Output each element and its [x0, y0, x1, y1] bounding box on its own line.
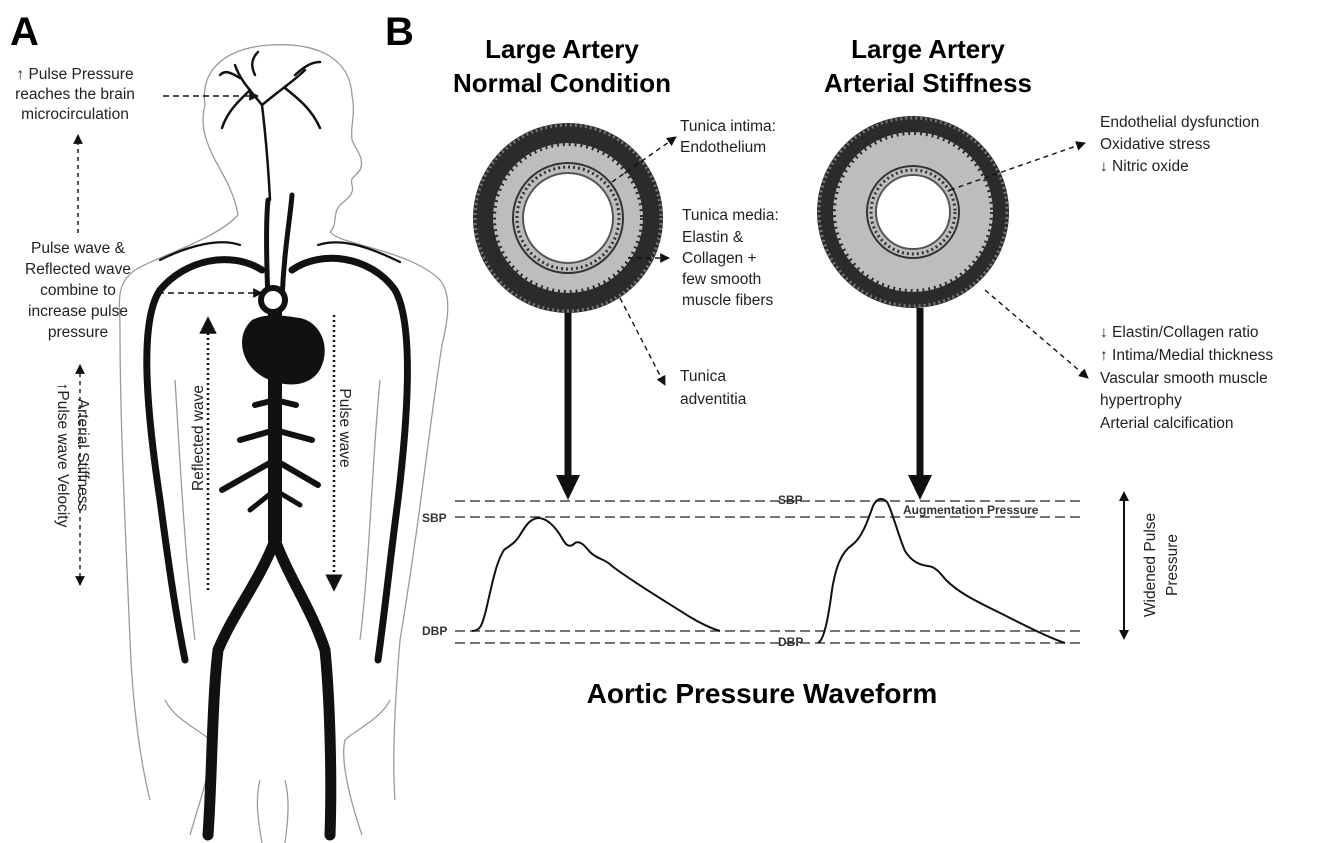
- dbp-label-stiff: DBP: [778, 635, 803, 649]
- adventitia-label: Tunica adventitia: [680, 368, 747, 408]
- stiff-waveform: [818, 499, 1065, 643]
- svg-text:hypertrophy: hypertrophy: [1100, 392, 1182, 409]
- svg-text:↓ Nitric oxide: ↓ Nitric oxide: [1100, 158, 1189, 175]
- reflected-wave-label: Reflected wave: [190, 385, 207, 491]
- stiff-title: Large Artery Arterial Stiffness: [824, 34, 1032, 98]
- body-outline: [119, 45, 447, 843]
- svg-text:Tunica intima:: Tunica intima:: [680, 118, 776, 135]
- panel-b-letter: B: [385, 10, 414, 54]
- heart: [242, 288, 325, 384]
- adventitia-arrow: [620, 298, 665, 385]
- svg-text:↓ Elastin/Collagen ratio: ↓ Elastin/Collagen ratio: [1100, 324, 1259, 341]
- svg-text:Pulse wave &: Pulse wave &: [31, 240, 126, 257]
- svg-text:few smooth: few smooth: [682, 271, 761, 288]
- stiff-bottom-label: ↓ Elastin/Collagen ratio ↑ Intima/Medial…: [1100, 324, 1273, 432]
- svg-text:Reflected wave: Reflected wave: [25, 261, 131, 278]
- svg-text:Tunica media:: Tunica media:: [682, 207, 779, 224]
- combine-note: Pulse wave & Reflected wave combine to i…: [25, 240, 131, 341]
- svg-text:↑ Pulse Pressure: ↑ Pulse Pressure: [16, 66, 133, 83]
- stiffness-note: ↑Pulse wave Velocity Arterial Stiffness: [54, 383, 91, 528]
- sbp-label-normal: SBP: [422, 511, 447, 525]
- stiff-top-label: Endothelial dysfunction Oxidative stress…: [1100, 114, 1259, 175]
- svg-text:Widened Pulse: Widened Pulse: [1142, 513, 1159, 617]
- svg-text:Large Artery: Large Artery: [485, 34, 639, 64]
- svg-text:Endothelium: Endothelium: [680, 139, 766, 156]
- svg-text:Oxidative stress: Oxidative stress: [1100, 136, 1211, 153]
- svg-text:Tunica: Tunica: [680, 368, 726, 385]
- stiff-to-waveform-arrow: [908, 308, 932, 500]
- svg-text:Pressure: Pressure: [1164, 534, 1181, 596]
- normal-to-waveform-arrow: [556, 313, 580, 500]
- svg-text:Arterial Stiffness: Arterial Stiffness: [824, 68, 1032, 98]
- svg-text:Elastin &: Elastin &: [682, 229, 744, 246]
- svg-text:increase pulse: increase pulse: [28, 303, 128, 320]
- pulse-wave-label: Pulse wave: [336, 388, 353, 467]
- stiff-bottom-arrow: [985, 290, 1088, 378]
- sbp-label-stiff: SBP: [778, 493, 803, 507]
- svg-text:pressure: pressure: [48, 324, 108, 341]
- svg-text:Arterial Stiffness: Arterial Stiffness: [74, 399, 91, 512]
- waveform-title: Aortic Pressure Waveform: [587, 678, 938, 709]
- stiff-artery-cross-section: [817, 116, 1009, 308]
- brain-note: ↑ Pulse Pressure reaches the brain micro…: [15, 66, 135, 123]
- svg-text:Endothelial dysfunction: Endothelial dysfunction: [1100, 114, 1259, 131]
- svg-text:Collagen +: Collagen +: [682, 250, 757, 267]
- svg-text:adventitia: adventitia: [680, 391, 747, 408]
- svg-text:Arterial calcification: Arterial calcification: [1100, 415, 1234, 432]
- media-label: Tunica media: Elastin & Collagen + few s…: [682, 207, 779, 309]
- svg-text:combine to: combine to: [40, 282, 116, 299]
- normal-artery-cross-section: [473, 123, 663, 313]
- augmentation-pressure-label: Augmentation Pressure: [903, 503, 1039, 517]
- panel-a-letter: A: [10, 10, 39, 54]
- svg-text:↑ Intima/Medial thickness: ↑ Intima/Medial thickness: [1100, 347, 1273, 364]
- svg-text:Vascular smooth muscle: Vascular smooth muscle: [1100, 370, 1268, 387]
- svg-text:microcirculation: microcirculation: [21, 106, 129, 123]
- svg-text:reaches the brain: reaches the brain: [15, 86, 135, 103]
- svg-text:Large Artery: Large Artery: [851, 34, 1005, 64]
- svg-text:Normal Condition: Normal Condition: [453, 68, 671, 98]
- brain-vessels: [220, 52, 320, 200]
- normal-waveform: [472, 518, 720, 631]
- svg-text:muscle fibers: muscle fibers: [682, 292, 774, 309]
- dbp-label-normal: DBP: [422, 624, 447, 638]
- widened-pulse-pressure-label: Widened Pulse Pressure: [1142, 513, 1181, 617]
- svg-text:↑Pulse wave Velocity: ↑Pulse wave Velocity: [54, 383, 71, 528]
- intima-label: Tunica intima: Endothelium: [680, 118, 776, 156]
- normal-title: Large Artery Normal Condition: [453, 34, 671, 98]
